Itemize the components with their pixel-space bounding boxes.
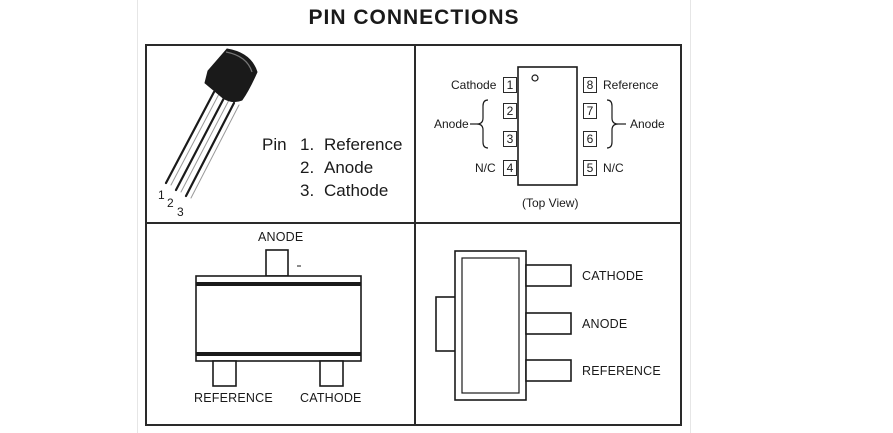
sot89-tab [435, 296, 457, 352]
sot23-anode-lead [265, 249, 289, 277]
sot89-anode-label: ANODE [582, 317, 628, 331]
soic8-pin-7: 7 [583, 103, 597, 119]
to92-body [204, 48, 258, 103]
soic8-pin1-dot [531, 74, 539, 82]
page-title: PIN CONNECTIONS [308, 6, 520, 29]
soic8-top-view-caption: (Top View) [522, 196, 579, 210]
to92-pin-word: Pin [262, 135, 287, 154]
soic8-pin-1-label: Cathode [451, 78, 497, 92]
soic8-pin-4-label: N/C [475, 161, 496, 175]
to92-lead-number-2: 2 [167, 196, 174, 210]
soic8-right-anode-label: Anode [630, 117, 665, 131]
sot89-reference-label: REFERENCE [582, 364, 661, 378]
soic8-body [517, 66, 578, 186]
to92-lead-1 [164, 90, 216, 185]
sot89-body [454, 250, 527, 401]
sot23-reference-lead [212, 360, 237, 387]
to92-pin-2-number: 2. [300, 158, 315, 177]
to92-pin-1-number: 1. [300, 135, 315, 154]
soic8-left-anode-label: Anode [434, 117, 469, 131]
to92-pin-3-name: Cathode [324, 181, 389, 200]
sot89-cathode-label: CATHODE [582, 269, 644, 283]
soic8-pin-8-label: Reference [603, 78, 659, 92]
sot89-reference-lead [525, 359, 572, 382]
sot23-cathode-label: CATHODE [300, 391, 362, 405]
soic8-left-brace [476, 99, 489, 149]
to92-pin-3-number: 3. [300, 181, 315, 200]
sot89-package-drawing [435, 250, 572, 401]
to92-package-drawing [164, 48, 258, 199]
soic8-package-drawing [470, 66, 626, 186]
to92-pin-2-name: Anode [324, 158, 374, 177]
frame-horizontal-divider [145, 222, 682, 224]
sot89-anode-lead [525, 312, 572, 335]
soic8-pin-3: 3 [503, 131, 517, 147]
sot89-cathode-lead [525, 264, 572, 287]
soic8-right-brace [606, 99, 619, 149]
to92-lead-number-1: 1 [158, 188, 165, 202]
soic8-pin-8: 8 [583, 77, 597, 93]
soic8-pin-4: 4 [503, 160, 517, 176]
sot23-reference-label: REFERENCE [194, 391, 273, 405]
to92-pin-1-name: Reference [324, 135, 403, 154]
soic8-pin-6: 6 [583, 131, 597, 147]
to92-lead-2 [174, 96, 226, 192]
sot23-body [195, 275, 362, 362]
pin-connections-frame [145, 44, 682, 426]
sot23-anode-label: ANODE [258, 230, 304, 244]
soic8-pin-1: 1 [503, 77, 517, 93]
sot23-cathode-lead [319, 360, 344, 387]
soic8-pin-5: 5 [583, 160, 597, 176]
to92-lead-3 [184, 101, 236, 198]
sot23-package-drawing [195, 249, 362, 387]
to92-lead-number-3: 3 [177, 205, 184, 219]
soic8-pin-5-label: N/C [603, 161, 624, 175]
soic8-pin-2: 2 [503, 103, 517, 119]
frame-vertical-divider [414, 44, 416, 426]
